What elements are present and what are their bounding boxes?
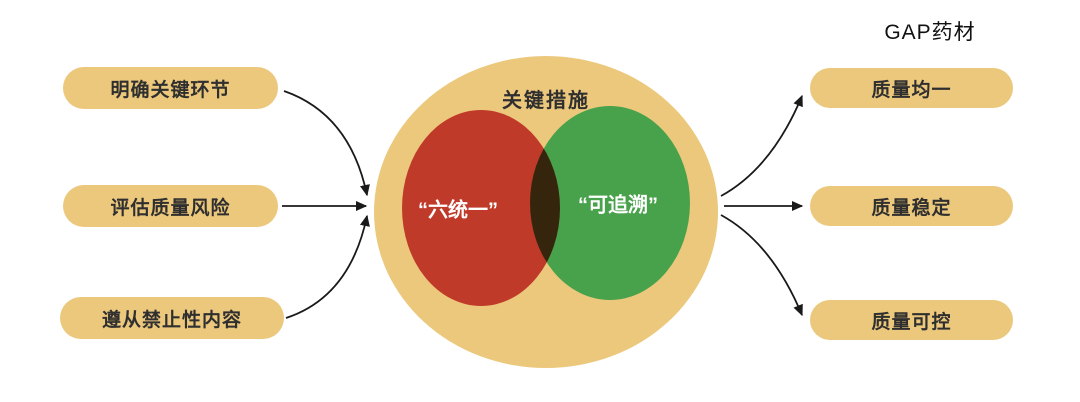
left-item-label: 评估质量风险 <box>110 197 231 219</box>
left-item-label: 遵从禁止性内容 <box>101 309 242 331</box>
right-item-stable-quality: 质量稳定 <box>810 186 1013 226</box>
connector-arrow-left-top <box>283 90 370 197</box>
left-item-assess-quality-risk: 评估质量风险 <box>63 185 278 227</box>
right-item-label: 质量可控 <box>871 311 952 333</box>
venn-ellipse-traceable <box>530 106 690 300</box>
connector-arrow-right-bottom <box>720 214 803 317</box>
venn-label-traceable: “可追溯” <box>578 194 658 217</box>
key-measures-circle: 关键措施 “六统一” “可追溯” <box>374 56 718 368</box>
venn-diagram: “六统一” “可追溯” <box>374 56 718 368</box>
gap-materials-title: GAP药材 <box>884 21 976 44</box>
connector-arrow-right-top <box>720 94 803 197</box>
venn-label-six-unifications: “六统一” <box>418 199 498 222</box>
right-item-controllable-quality: 质量可控 <box>810 300 1013 340</box>
left-item-label: 明确关键环节 <box>110 79 231 101</box>
connector-arrow-left-bottom <box>285 214 370 319</box>
key-measures-title: 关键措施 <box>502 90 590 112</box>
right-item-label: 质量稳定 <box>871 197 952 219</box>
right-item-label: 质量均一 <box>871 79 952 101</box>
left-item-comply-prohibitions: 遵从禁止性内容 <box>60 297 284 339</box>
left-item-clarify-key-links: 明确关键环节 <box>63 67 278 109</box>
right-item-uniform-quality: 质量均一 <box>810 68 1013 108</box>
